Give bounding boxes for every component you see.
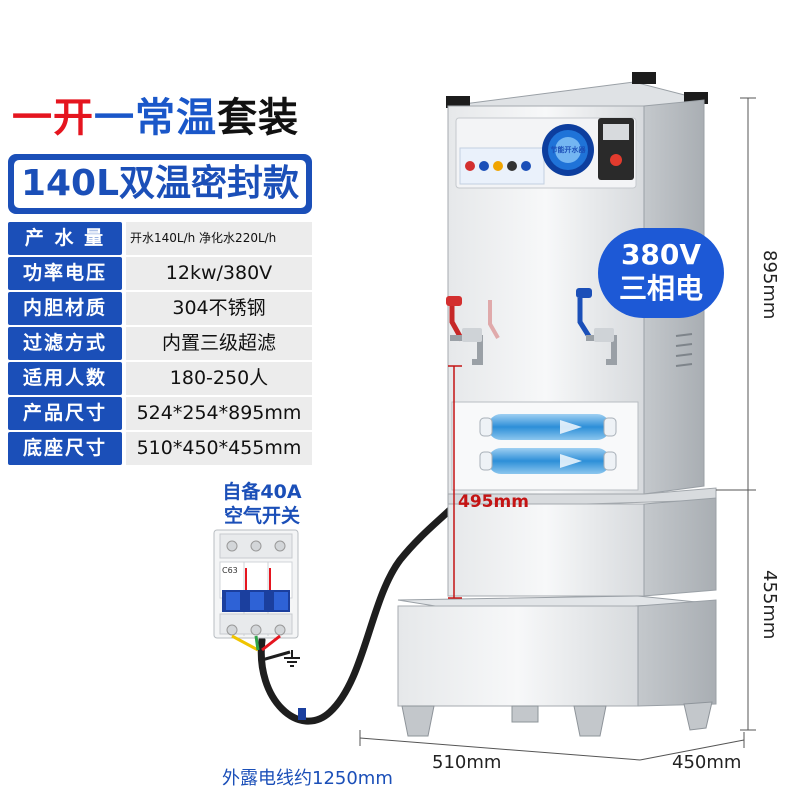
spec-value: 304不锈钢 <box>126 292 312 325</box>
spec-value: 12kw/380V <box>126 257 312 290</box>
lid-corner-left <box>446 96 470 108</box>
power-cable <box>257 501 459 725</box>
headline-part-3: 常温 <box>135 95 217 141</box>
model-title: 140L双温密封款 <box>14 160 306 208</box>
base-height-label: 455mm <box>759 570 780 640</box>
spec-label: 过滤方式 <box>8 327 122 360</box>
lid-corner-right <box>632 72 656 84</box>
breaker-caption: 自备40A 空气开关 <box>212 480 312 528</box>
spec-row: 适用人数 180-250人 <box>8 362 312 395</box>
spec-label: 产 水 量 <box>8 222 122 255</box>
stand-front <box>397 605 639 707</box>
spec-value: 内置三级超滤 <box>126 327 312 360</box>
base-upper-front <box>447 503 645 597</box>
spec-label: 内胆材质 <box>8 292 122 325</box>
headline-part-4: 套装 <box>217 95 299 141</box>
spec-value: 524*254*895mm <box>126 397 312 430</box>
spec-value: 180-250人 <box>126 362 312 395</box>
filter-cartridge <box>479 414 617 440</box>
spec-row: 底座尺寸 510*450*455mm <box>8 432 312 465</box>
spec-label: 适用人数 <box>8 362 122 395</box>
hot-water-tap <box>446 296 483 365</box>
cable-length-caption: 外露电线约1250mm <box>222 768 393 789</box>
headline: 一开一常温套装 <box>12 96 299 140</box>
spec-row: 内胆材质 304不锈钢 <box>8 292 312 325</box>
model-banner: 140L双温密封款 <box>8 154 312 214</box>
normal-water-tap <box>576 288 617 365</box>
spec-value: 开水140L/h 净化水220L/h <box>126 222 312 255</box>
spec-row: 产品尺寸 524*254*895mm <box>8 397 312 430</box>
stand-side <box>637 599 717 707</box>
breaker-wires <box>231 634 291 662</box>
spec-label: 底座尺寸 <box>8 432 122 465</box>
breaker-caption-line-2: 空气开关 <box>223 505 300 527</box>
ground-symbol <box>284 650 300 667</box>
sticker-icons <box>465 161 531 171</box>
machine-height-label: 895mm <box>759 250 780 320</box>
spec-row: 功率电压 12kw/380V <box>8 257 312 290</box>
base-upper-side <box>643 497 717 597</box>
breaker-model-mark: C63 <box>222 566 238 575</box>
internal-height-label: 495mm <box>458 492 529 512</box>
air-switch-breaker <box>213 529 299 639</box>
voltage-badge-line-1: 380V <box>620 238 702 271</box>
spec-label: 功率电压 <box>8 257 122 290</box>
side-vents <box>675 333 693 367</box>
headline-part-2: 一 <box>94 95 135 141</box>
dim-lines-vertical <box>716 97 756 731</box>
spec-value: 510*450*455mm <box>126 432 312 465</box>
indicator-light <box>610 154 622 166</box>
voltage-badge-line-2: 三相电 <box>618 272 703 305</box>
spec-row: 产 水 量 开水140L/h 净化水220L/h <box>8 222 312 255</box>
spec-row: 过滤方式 内置三级超滤 <box>8 327 312 360</box>
dim-lines-horizontal <box>359 730 745 761</box>
filter-cartridge <box>479 448 617 474</box>
breaker-caption-line-1: 自备40A <box>222 481 302 503</box>
depth-label: 450mm <box>672 752 742 773</box>
stand-legs <box>401 701 713 737</box>
spec-table: 产 水 量 开水140L/h 净化水220L/h 功率电压 12kw/380V … <box>8 222 312 467</box>
reflection-tap <box>488 300 500 339</box>
headline-part-1: 一开 <box>12 95 94 141</box>
spec-label: 产品尺寸 <box>8 397 122 430</box>
voltage-badge: 380V 三相电 <box>598 228 724 318</box>
cable-clip <box>298 708 306 720</box>
control-panel-label: 节能开水器 <box>550 146 586 154</box>
width-label: 510mm <box>432 752 502 773</box>
